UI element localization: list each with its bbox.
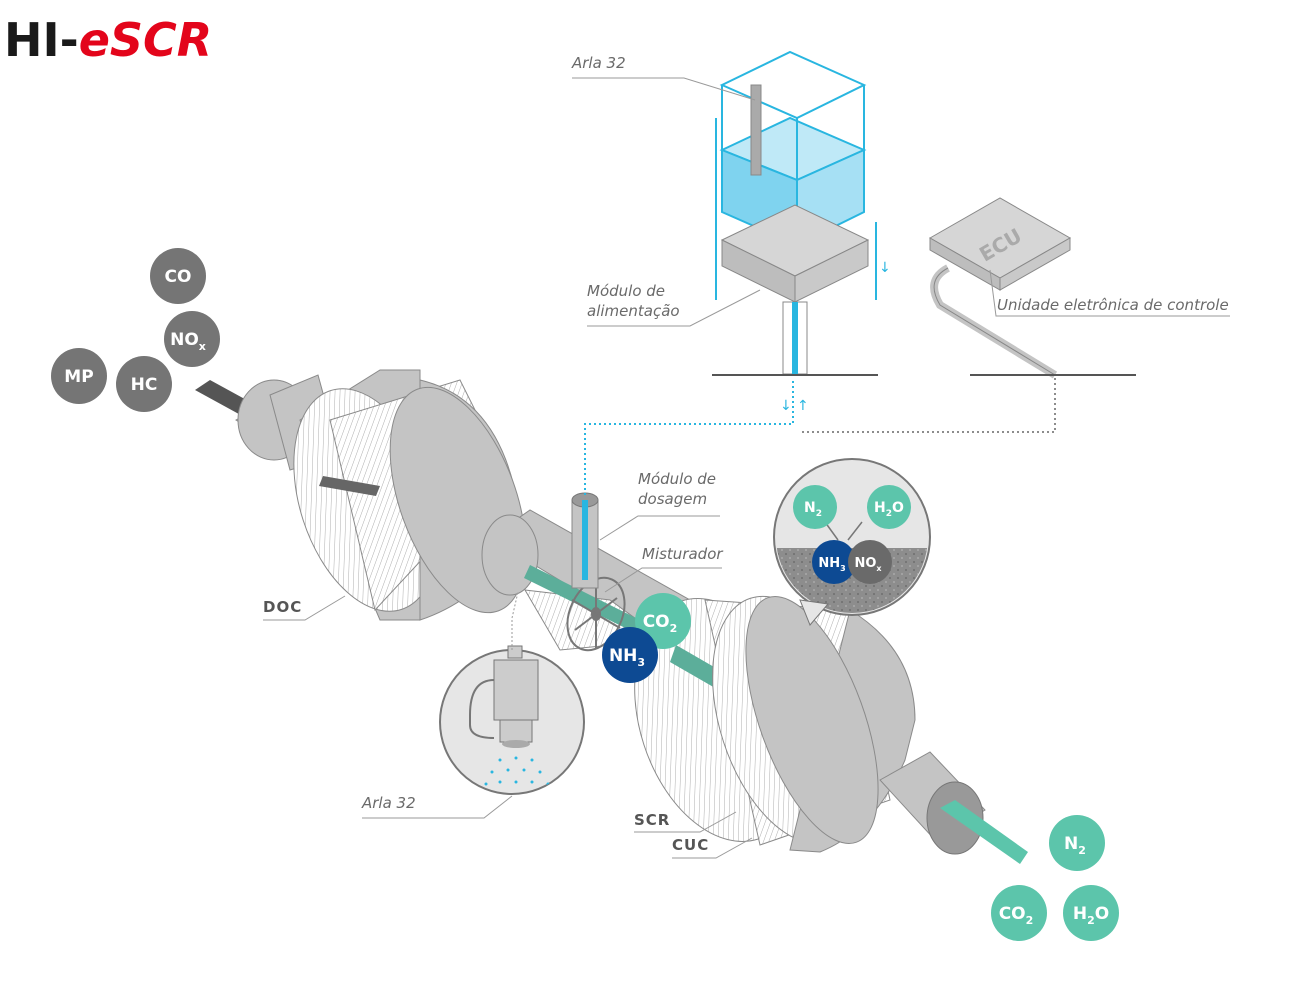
svg-text:NH3: NH3 (818, 556, 845, 573)
svg-text:MP: MP (64, 367, 93, 387)
logo-suffix: eSCR (79, 13, 213, 67)
label-arla-tank: Arla 32 (571, 54, 756, 101)
svg-text:CO2: CO2 (999, 904, 1034, 927)
nozzle-magnifier (439, 591, 585, 795)
svg-text:SCR: SCR (634, 811, 670, 829)
label-cuc: CUC (672, 836, 753, 859)
svg-text:N2: N2 (1064, 834, 1086, 857)
reaction-nh3: NH3 (812, 540, 856, 584)
label-unidade-eletronica: Unidade eletrônica de controle (989, 269, 1230, 317)
outlet-gas-h2o: H2O (1063, 885, 1119, 941)
svg-text:CUC: CUC (672, 836, 709, 854)
reaction-n2: N2 (793, 485, 837, 529)
label-doc: DOC (263, 595, 346, 621)
svg-text:CO2: CO2 (643, 612, 678, 635)
logo-prefix: HI- (4, 13, 79, 67)
return-arrow-icon: ↓ (879, 260, 891, 276)
svg-text:NH3: NH3 (609, 646, 645, 669)
feed-module: ↓ ↑ ↓ (712, 204, 891, 414)
inlet-gas-hc: HC (116, 356, 172, 412)
scr-cuc-canister (634, 595, 916, 853)
svg-text:H2O: H2O (1073, 904, 1109, 927)
mixer-wheel (566, 576, 626, 652)
ecu-unit: ECU (800, 197, 1136, 433)
svg-text:Arla 32: Arla 32 (361, 794, 416, 812)
outlet-gas-n2: N2 (1049, 815, 1105, 871)
inlet-gas-co: CO (150, 248, 206, 304)
svg-text:dosagem: dosagem (638, 490, 707, 508)
label-scr: SCR (634, 811, 737, 833)
svg-text:N2: N2 (804, 500, 822, 519)
svg-text:NOx: NOx (854, 556, 882, 573)
reaction-magnifier (773, 458, 931, 626)
inlet-gas-mp: MP (51, 348, 107, 404)
mixer-gas-nh3: NH3 (602, 627, 658, 683)
outlet-gas-co2: CO2 (991, 885, 1047, 941)
svg-text:HC: HC (131, 375, 158, 395)
label-arla-spray: Arla 32 (361, 794, 513, 819)
flow-up-arrow-icon: ↑ (797, 398, 809, 414)
reaction-h2o: H2O (867, 485, 911, 529)
label-misturador: Misturador (604, 545, 723, 593)
label-modulo-dosagem: Módulo de dosagem (599, 470, 720, 541)
inlet-gas-nox: NOx (164, 311, 220, 367)
hi-escr-logo: HI-eSCR (4, 13, 212, 67)
svg-text:Módulo de: Módulo de (638, 470, 716, 488)
dosing-module (571, 380, 794, 589)
flow-down-arrow-icon: ↓ (780, 398, 792, 414)
svg-text:H2O: H2O (874, 500, 904, 519)
svg-text:Módulo de: Módulo de (587, 282, 665, 300)
outlet-pipe (879, 751, 1028, 864)
svg-text:CO: CO (165, 267, 192, 287)
svg-text:Misturador: Misturador (642, 545, 723, 563)
svg-text:alimentação: alimentação (587, 302, 680, 320)
reaction-nox: NOx (848, 540, 892, 584)
svg-text:Arla 32: Arla 32 (571, 54, 626, 72)
label-modulo-alimentacao: Módulo de alimentação (587, 282, 761, 327)
svg-text:NOx: NOx (170, 330, 206, 353)
svg-text:DOC: DOC (263, 598, 302, 616)
svg-text:Unidade eletrônica de controle: Unidade eletrônica de controle (997, 296, 1229, 314)
